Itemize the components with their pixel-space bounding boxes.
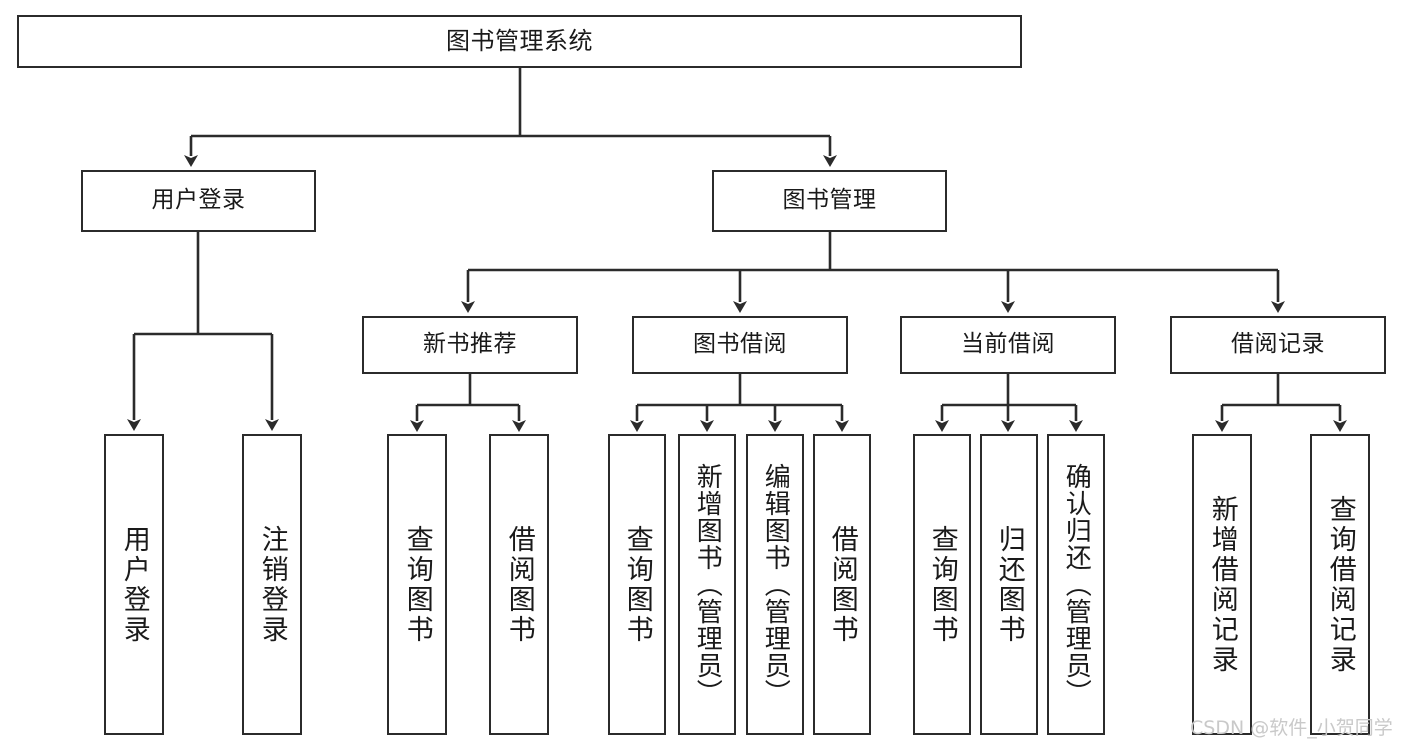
node-leaf-query-book-2-label: 查询图书 [621,524,653,645]
node-root[interactable]: 图书管理系统 [17,15,1022,68]
node-user-login[interactable]: 用户登录 [81,170,316,232]
node-leaf-query-borrow-record[interactable]: 查询借阅记录 [1310,434,1370,735]
node-new-book-recommend[interactable]: 新书推荐 [362,316,578,374]
node-leaf-query-book-3[interactable]: 查询图书 [913,434,971,735]
node-leaf-query-borrow-record-label: 查询借阅记录 [1324,494,1356,675]
node-new-book-recommend-label: 新书推荐 [423,331,517,358]
node-leaf-query-book-3-label: 查询图书 [926,524,958,645]
node-borrow-record[interactable]: 借阅记录 [1170,316,1386,374]
node-leaf-return-book-label: 归还图书 [993,524,1025,645]
node-user-login-label: 用户登录 [151,187,246,214]
node-leaf-logout-login-label: 注销登录 [256,524,288,645]
node-leaf-confirm-return-admin[interactable]: 确认归还（管理员） [1047,434,1105,735]
node-leaf-borrow-book-2-label: 借阅图书 [826,524,858,645]
node-leaf-edit-book-admin[interactable]: 编辑图书（管理员） [746,434,804,735]
node-book-borrow-label: 图书借阅 [693,331,787,358]
node-leaf-add-book-admin-label: 新增图书（管理员） [692,463,723,706]
node-leaf-add-borrow-record-label: 新增借阅记录 [1206,494,1238,675]
node-leaf-edit-book-admin-label: 编辑图书（管理员） [760,463,791,706]
node-leaf-confirm-return-admin-label: 确认归还（管理员） [1061,463,1092,706]
node-root-label: 图书管理系统 [446,27,593,56]
csdn-watermark: CSDN @软件_小贺同学 [1190,717,1393,739]
node-leaf-borrow-book-2[interactable]: 借阅图书 [813,434,871,735]
node-leaf-user-login-label: 用户登录 [118,524,150,645]
node-leaf-query-book-1-label: 查询图书 [401,524,433,645]
node-current-borrow-label: 当前借阅 [961,331,1055,358]
node-leaf-user-login[interactable]: 用户登录 [104,434,164,735]
node-leaf-add-borrow-record[interactable]: 新增借阅记录 [1192,434,1252,735]
node-leaf-add-book-admin[interactable]: 新增图书（管理员） [678,434,736,735]
node-book-management-label: 图书管理 [782,187,877,214]
node-book-management[interactable]: 图书管理 [712,170,947,232]
node-leaf-borrow-book-1-label: 借阅图书 [503,524,535,645]
node-leaf-query-book-2[interactable]: 查询图书 [608,434,666,735]
node-borrow-record-label: 借阅记录 [1231,331,1325,358]
node-book-borrow[interactable]: 图书借阅 [632,316,848,374]
node-leaf-logout-login[interactable]: 注销登录 [242,434,302,735]
node-leaf-borrow-book-1[interactable]: 借阅图书 [489,434,549,735]
node-current-borrow[interactable]: 当前借阅 [900,316,1116,374]
node-leaf-return-book[interactable]: 归还图书 [980,434,1038,735]
node-leaf-query-book-1[interactable]: 查询图书 [387,434,447,735]
